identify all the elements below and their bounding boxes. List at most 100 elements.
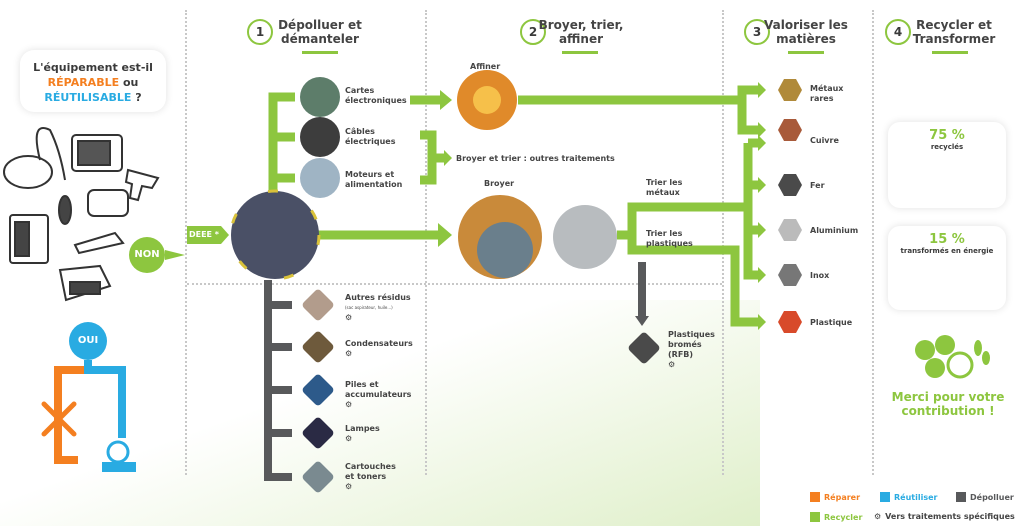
specific-treatment-icon: ⚙	[345, 482, 353, 491]
energy-card: 15 % transformés en énergie	[888, 226, 1006, 310]
thank-you-text: Merci pour votre contribution !	[891, 390, 1005, 418]
legend-swatch	[956, 492, 966, 502]
legend-specific: ⚙Vers traitements spécifiques	[874, 512, 1015, 521]
step-2-title: Broyer, trier, affiner	[538, 18, 624, 46]
oui-label: OUI	[77, 335, 99, 346]
energy-percent: 15 %	[929, 232, 965, 247]
divider	[425, 10, 427, 475]
divider	[722, 10, 724, 475]
legend-label: Recycler	[824, 512, 863, 522]
depollution-photos	[302, 289, 660, 493]
recycled-card: 75 % recyclés	[888, 122, 1006, 208]
step-1-title: Dépolluer et démanteler	[278, 18, 362, 46]
underline	[562, 51, 598, 54]
cables-photo	[300, 117, 340, 157]
material-photos	[778, 79, 802, 333]
lampes-text: Lampes	[345, 424, 380, 433]
condensateurs-text: Condensateurs	[345, 339, 413, 348]
label-autres-residus: Autres résidus (sac aspirateur, huile...)…	[345, 293, 425, 323]
label-metaux-rares: Métaux rares	[810, 84, 844, 103]
label-lampes: Lampes⚙	[345, 424, 415, 444]
reparer-path	[54, 360, 92, 464]
autres-residus-sub: (sac aspirateur, huile...)	[345, 305, 393, 310]
divider	[185, 10, 187, 475]
legend-depolluer: Dépolluer	[956, 492, 1014, 502]
legend-label: Réutiliser	[894, 492, 938, 502]
depollution-connectors	[264, 262, 646, 481]
specific-treatment-icon: ⚙	[345, 349, 353, 358]
dismantling-photo	[231, 191, 319, 279]
reutilisable-text: RÉUTILISABLE	[44, 91, 132, 104]
label-cuivre: Cuivre	[810, 136, 839, 145]
label-plastique: Plastique	[810, 318, 853, 327]
legend-label: Vers traitements spécifiques	[885, 512, 1015, 521]
legend-swatch	[810, 492, 820, 502]
question-box: L'équipement est-il RÉPARABLE ou RÉUTILI…	[20, 50, 166, 112]
reutiliser-path	[84, 360, 126, 438]
label-inox: Inox	[810, 271, 830, 280]
specific-treatment-icon: ⚙	[345, 434, 353, 443]
label-piles: Piles et accumulateurs⚙	[345, 380, 415, 410]
oui-badge	[69, 322, 107, 360]
label-aluminium: Aluminium	[810, 226, 859, 235]
legend-swatch	[810, 512, 820, 522]
label-cartouches: Cartouches et toners⚙	[345, 462, 400, 492]
tools-icon	[41, 401, 77, 437]
question-mark: ?	[131, 91, 142, 104]
label-trier-plastiques: Trier les plastiques	[646, 229, 693, 248]
divider	[872, 10, 874, 475]
underline	[302, 51, 338, 54]
specific-treatment-icon: ⚙	[345, 400, 353, 409]
divider	[187, 283, 722, 285]
non-badge	[129, 237, 165, 273]
repair-person-icon	[102, 440, 136, 472]
non-label: NON	[134, 249, 160, 260]
people-earth-icon	[915, 335, 990, 379]
appliances-illustration	[3, 127, 160, 302]
legend-label: Réparer	[824, 492, 861, 502]
or-text: ou	[119, 76, 139, 89]
recycled-text: recyclés	[930, 143, 964, 151]
step-4-number: 4	[885, 19, 911, 45]
deee-arrow	[187, 226, 229, 244]
label-trier-metaux: Trier les métaux	[646, 178, 683, 197]
label-moteurs: Moteurs et alimentation	[345, 170, 403, 189]
circuit-boards-photo	[300, 77, 340, 117]
motors-photo	[300, 158, 340, 198]
autres-residus-text: Autres résidus	[345, 293, 411, 302]
label-condensateurs: Condensateurs⚙	[345, 339, 425, 359]
sorting-photo	[553, 205, 617, 269]
legend-swatch	[880, 492, 890, 502]
cartouches-text: Cartouches et toners	[345, 462, 396, 481]
underline	[932, 51, 968, 54]
legend-reparer: Réparer	[810, 492, 860, 502]
label-broyer-trier: Broyer et trier : outres traitements	[456, 154, 615, 163]
question-text: L'équipement est-il	[33, 61, 153, 74]
label-cartes: Cartes électroniques	[345, 86, 407, 105]
deee-label: DEEE *	[188, 230, 219, 239]
reparable-text: RÉPARABLE	[47, 76, 120, 89]
plastiques-bromes-text: Plastiques bromés (RFB)	[668, 330, 715, 359]
recycled-percent: 75 %	[929, 128, 965, 143]
legend-reutiliser: Réutiliser	[880, 492, 937, 502]
label-cables: Câbles électriques	[345, 127, 396, 146]
step-4-title: Recycler et Transformer	[912, 18, 996, 46]
label-plastiques-bromes: Plastiques bromés (RFB)⚙	[668, 330, 718, 370]
step-3-number: 3	[744, 19, 770, 45]
piles-text: Piles et accumulateurs	[345, 380, 412, 399]
specific-treatment-icon: ⚙	[345, 313, 353, 322]
legend-recycler: Recycler	[810, 512, 862, 522]
label-fer: Fer	[810, 181, 825, 190]
label-broyer: Broyer	[484, 179, 515, 188]
step-1-number: 1	[247, 19, 273, 45]
specific-treatment-icon: ⚙	[874, 512, 882, 521]
energy-text: transformés en énergie	[900, 247, 994, 255]
background-gradient	[0, 300, 760, 526]
step-3-title: Valoriser les matières	[764, 18, 848, 46]
legend-label: Dépolluer	[970, 492, 1014, 502]
recycle-connectors	[268, 85, 760, 327]
step-2-number: 2	[520, 19, 546, 45]
underline	[788, 51, 824, 54]
specific-treatment-icon: ⚙	[668, 360, 676, 369]
